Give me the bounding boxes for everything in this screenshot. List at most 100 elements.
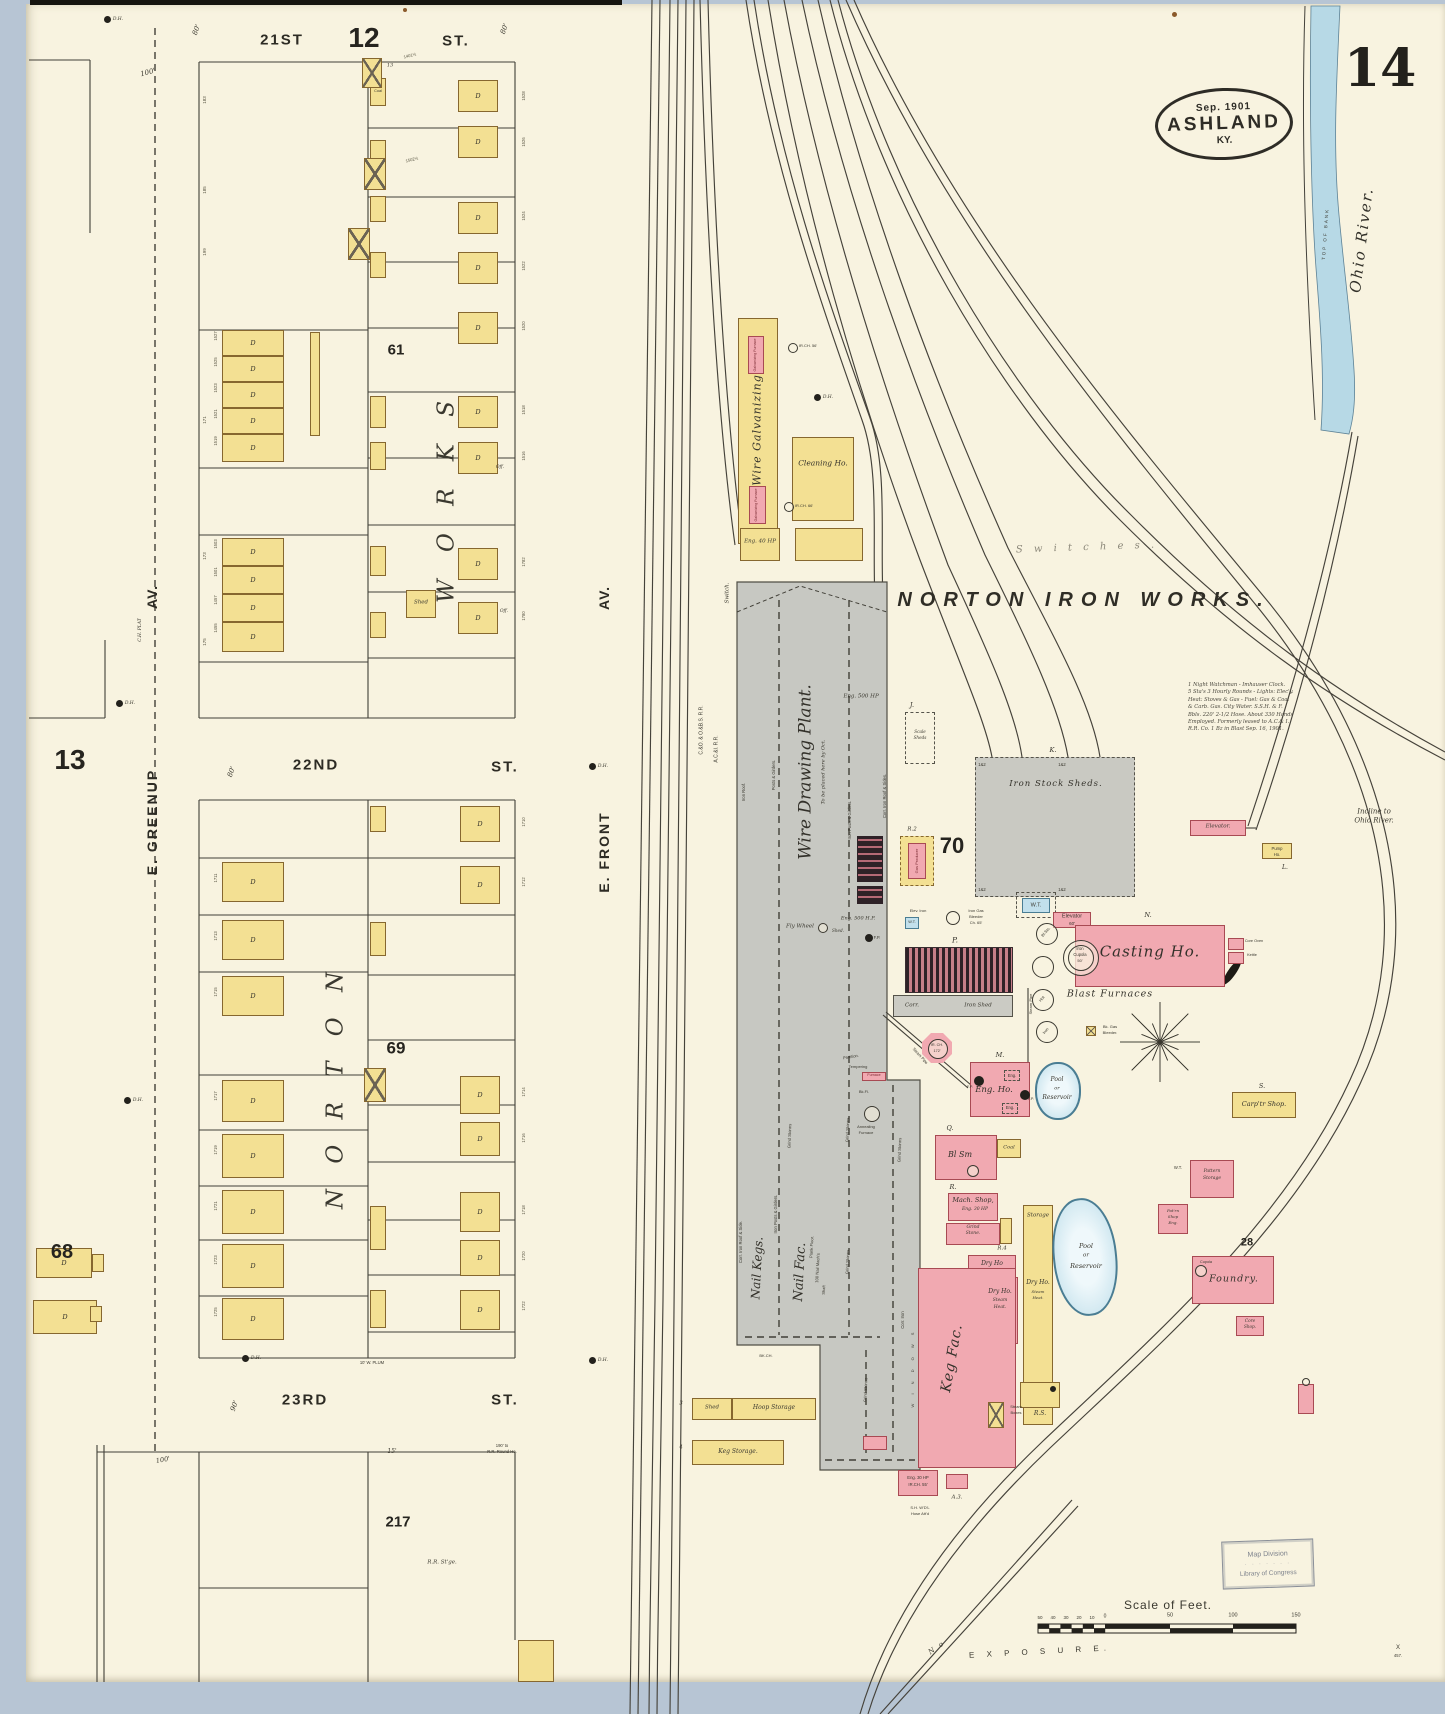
map-label: 1717 xyxy=(212,1091,218,1101)
gas-producer xyxy=(908,843,926,879)
blast-stove xyxy=(1036,1021,1058,1043)
map-label: Shaft xyxy=(820,1285,827,1295)
map-label: IR.CH. 55' xyxy=(908,1481,928,1487)
dwelling: D xyxy=(460,1122,500,1156)
map-label: Eng. xyxy=(1007,1072,1017,1078)
dwelling: D xyxy=(460,1076,500,1114)
engine-box xyxy=(1004,1070,1020,1081)
water-tank xyxy=(905,917,919,929)
dwelling xyxy=(370,442,386,470)
outbuilding xyxy=(370,806,386,832)
keg-engine-house xyxy=(898,1470,938,1496)
map-label: 15' xyxy=(387,1448,397,1455)
map-label: Coal xyxy=(1003,1144,1015,1151)
rr-storage xyxy=(518,1640,554,1682)
map-label: 1715 xyxy=(212,987,218,997)
map-label: Coal xyxy=(374,89,382,94)
note-line: Heat: Stoves & Gas - Fuel: Gas & Coal xyxy=(1188,696,1290,703)
map-label: 1501 xyxy=(212,567,218,577)
railroad-track xyxy=(745,0,876,601)
engine-house xyxy=(970,1062,1030,1117)
map-label: Bleeder xyxy=(969,914,983,919)
map-label: 10 xyxy=(1089,1614,1095,1620)
dwelling: D xyxy=(460,866,500,904)
building-label: D xyxy=(477,1207,483,1216)
forge xyxy=(967,1165,979,1177)
library-stamp: Map Division · · · · · · · Library of Co… xyxy=(1221,1538,1315,1590)
map-label: ST. xyxy=(491,758,519,776)
building-label: D xyxy=(475,453,481,462)
map-label: Wire Drawing Plant. xyxy=(795,684,816,860)
map-label: C.H. PLAT xyxy=(137,618,143,642)
map-label: W.T. xyxy=(1173,1164,1183,1170)
keg-storage xyxy=(692,1440,784,1465)
storage-strip xyxy=(1023,1205,1053,1395)
scale-bar-cell xyxy=(1105,1624,1170,1629)
map-label: BK.CH. xyxy=(759,1353,773,1358)
scale-bar-cell xyxy=(1170,1628,1233,1633)
building-label: D xyxy=(250,991,256,1000)
fly-wheel xyxy=(818,923,828,933)
building-label: D xyxy=(250,416,256,425)
map-label: D.H. xyxy=(597,763,609,769)
dashed-line xyxy=(736,585,888,613)
map-label: 50' xyxy=(1077,958,1083,963)
map-label: Iron Shed xyxy=(964,1002,992,1009)
map-label: 0 xyxy=(1103,1613,1107,1620)
map-label: 1713 xyxy=(212,931,218,941)
annealing-furnace xyxy=(863,1436,887,1450)
railroad-track xyxy=(817,0,1101,758)
map-label: 1527 xyxy=(212,331,218,341)
map-label: Eng. 500 H.P. xyxy=(840,915,876,922)
map-label: To be placed here by Oct. xyxy=(820,739,827,805)
note-line: 1 Night Watchman - Imhauser Clock. xyxy=(1188,682,1286,688)
hydrant-dot xyxy=(588,1356,596,1364)
dwelling xyxy=(370,196,386,222)
map-label: 175 xyxy=(201,638,207,646)
dwelling: D xyxy=(36,1248,92,1278)
map-label: Furnace xyxy=(858,1130,874,1135)
map-label: 13 xyxy=(386,62,394,69)
map-label: Bl Sm xyxy=(947,1150,973,1159)
map-label: Cleaning Ho. xyxy=(798,458,848,468)
map-label: E. GREENUP xyxy=(144,768,160,876)
map-label: Nail Kegs. xyxy=(748,1236,766,1300)
fire-pump xyxy=(974,1076,984,1086)
hydrant-dot xyxy=(588,762,596,770)
map-label: 60' xyxy=(1069,920,1075,926)
blacksmith-shop xyxy=(935,1135,997,1180)
map-label: IR. CH. xyxy=(930,1043,944,1048)
map-label: Reservoir xyxy=(1042,1094,1072,1101)
map-label: 1&2 xyxy=(978,761,986,767)
map-label: Iron Gas xyxy=(968,908,984,913)
scale-bar-cell xyxy=(1071,1628,1083,1633)
map-label: Shop. xyxy=(1243,1323,1257,1329)
building-label: D xyxy=(250,364,256,373)
map-label: 23RD xyxy=(281,1391,329,1409)
map-label: 1521 xyxy=(212,409,218,419)
map-label: 1518 xyxy=(520,405,526,415)
map-label: 1526 xyxy=(520,137,526,147)
map-label: 190' to xyxy=(495,1442,509,1448)
map-label: 70 xyxy=(939,833,965,858)
map-label: 1&2 xyxy=(978,886,986,892)
map-label: Heat. xyxy=(993,1304,1007,1310)
outbuilding xyxy=(370,922,386,956)
railroad-track xyxy=(801,0,1069,758)
map-label: F.P. xyxy=(966,1085,974,1090)
map-label: 1503 xyxy=(212,539,218,549)
furnace-stack xyxy=(857,836,883,882)
map-label: 1782 xyxy=(520,557,526,567)
building-label: D xyxy=(250,547,256,556)
gas-bleeder xyxy=(946,911,960,925)
map-label: N. xyxy=(1144,910,1152,919)
map-label: 1725 xyxy=(212,1307,218,1317)
stable xyxy=(364,158,386,190)
map-label: Eng. Ho. xyxy=(975,1084,1013,1095)
map-label: S.H. W'D'L xyxy=(910,1505,930,1510)
cleaning-house xyxy=(792,437,854,521)
casting-house xyxy=(1075,925,1225,987)
dwelling: D xyxy=(458,602,498,634)
map-label: Corr. Iron xyxy=(899,1311,905,1329)
map-label: 1716 xyxy=(520,1133,526,1143)
